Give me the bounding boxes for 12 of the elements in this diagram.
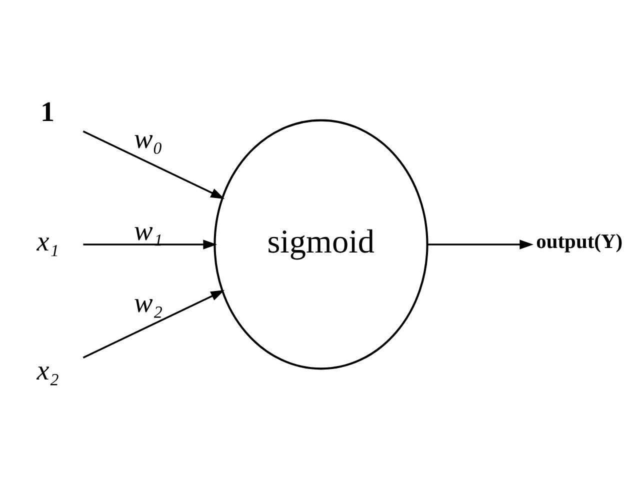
arrow	[82, 130, 225, 199]
node-text: 1	[40, 97, 55, 128]
arrow	[82, 290, 225, 359]
node-text: x₂	[36, 356, 60, 387]
arrow	[428, 240, 534, 250]
arrow	[83, 240, 218, 250]
node-text: output(Y)	[536, 231, 623, 254]
edge-label: w₀	[134, 124, 163, 155]
node-text: x₁	[36, 226, 60, 258]
edge-label: w₂	[134, 288, 163, 319]
edge-label: w₁	[134, 216, 163, 248]
node-ellipse: sigmoid	[214, 119, 428, 370]
